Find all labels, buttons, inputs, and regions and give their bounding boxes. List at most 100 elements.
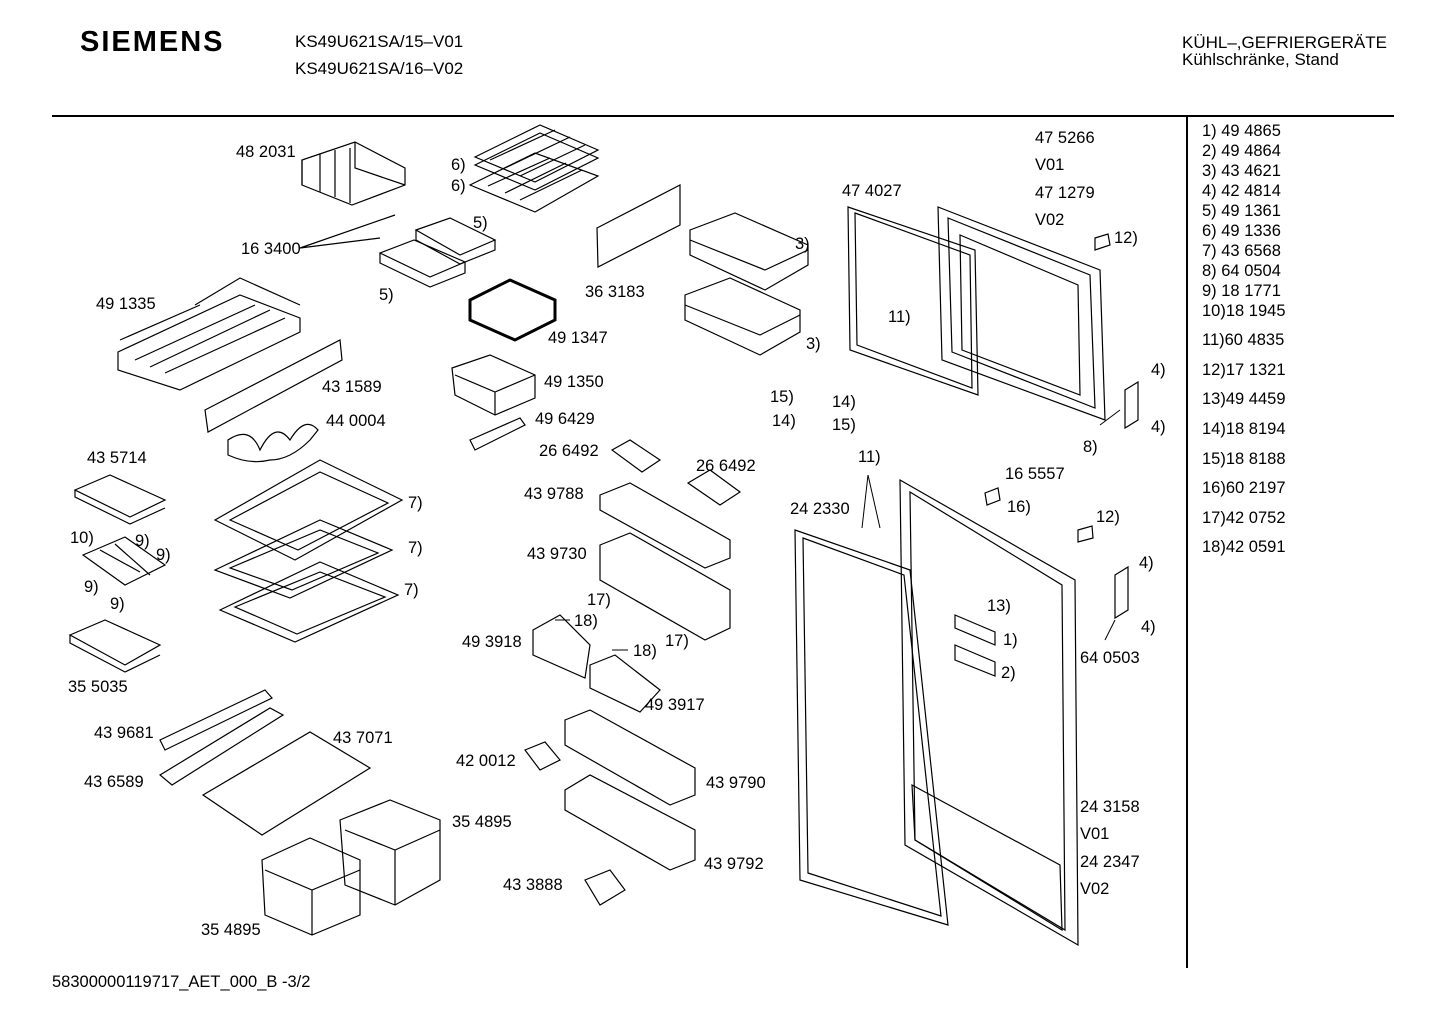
- legend-item: 8) 64 0504: [1202, 262, 1281, 280]
- part-label: V01: [1035, 156, 1065, 174]
- part-label: 48 2031: [236, 143, 296, 161]
- part-label: 35 4895: [201, 921, 261, 939]
- part-drawing: [118, 278, 300, 390]
- part-label: 11): [858, 448, 881, 466]
- leader-lines: [555, 410, 1120, 650]
- part-label: 49 1350: [544, 373, 604, 391]
- part-label: 49 1335: [96, 295, 156, 313]
- part-drawing: [262, 800, 440, 935]
- part-label: 35 4895: [452, 813, 512, 831]
- part-drawing: [300, 215, 495, 287]
- part-label: 26 6492: [696, 457, 756, 475]
- part-label: 43 6589: [84, 773, 144, 791]
- part-label: 6): [451, 156, 466, 174]
- part-label: 9): [135, 532, 150, 550]
- header-divider: [52, 115, 1394, 117]
- part-label: V02: [1080, 880, 1110, 898]
- part-label: 18): [633, 642, 657, 660]
- part-label: 7): [408, 539, 423, 557]
- part-label: 49 1347: [548, 329, 608, 347]
- part-label: 3): [806, 335, 821, 353]
- part-label: 64 0503: [1080, 649, 1140, 667]
- legend-item: 3) 43 4621: [1202, 162, 1281, 180]
- part-drawing: [228, 424, 318, 461]
- part-drawing: [302, 142, 405, 205]
- part-drawing: [160, 690, 370, 835]
- part-drawing: [205, 340, 342, 432]
- part-label: 12): [1096, 508, 1120, 526]
- part-label: 43 3888: [503, 876, 563, 894]
- part-label: 24 3158: [1080, 798, 1140, 816]
- part-label: 13): [987, 597, 1011, 615]
- part-label: 43 7071: [333, 729, 393, 747]
- part-label: 14): [832, 393, 856, 411]
- legend-item: 1) 49 4865: [1202, 122, 1281, 140]
- part-label: 24 2330: [790, 500, 850, 518]
- legend-item: 13)49 4459: [1202, 390, 1286, 408]
- part-label: 43 1589: [322, 378, 382, 396]
- part-label: 4): [1139, 554, 1154, 572]
- part-label: 16 3400: [241, 240, 301, 258]
- document-footer: 58300000119717_AET_000_B -3/2: [52, 973, 311, 991]
- part-label: 43 9788: [524, 485, 584, 503]
- part-label: 44 0004: [326, 412, 386, 430]
- part-drawing: [685, 213, 808, 355]
- part-label: 17): [665, 632, 689, 650]
- legend-item: 9) 18 1771: [1202, 282, 1281, 300]
- part-label: 16): [1007, 498, 1031, 516]
- part-label: 14): [772, 412, 796, 430]
- part-label: V02: [1035, 211, 1065, 229]
- part-label: 17): [587, 591, 611, 609]
- part-drawing: [597, 185, 680, 267]
- part-drawing: [470, 280, 555, 340]
- legend-item: 6) 49 1336: [1202, 222, 1281, 240]
- part-drawing: [470, 125, 598, 212]
- part-label: 1): [1003, 631, 1018, 649]
- part-label: 10): [70, 529, 94, 547]
- part-label: 47 5266: [1035, 129, 1095, 147]
- part-label: 24 2347: [1080, 853, 1140, 871]
- part-label: 15): [832, 416, 856, 434]
- legend-item: 5) 49 1361: [1202, 202, 1281, 220]
- part-label: 43 9681: [94, 724, 154, 742]
- part-label: 4): [1151, 361, 1166, 379]
- part-label: 26 6492: [539, 442, 599, 460]
- part-drawing: [525, 483, 730, 905]
- part-label: 15): [770, 388, 794, 406]
- part-label: 36 3183: [585, 283, 645, 301]
- part-label: V01: [1080, 825, 1110, 843]
- model-number-2: KS49U621SA/16–V02: [295, 59, 464, 78]
- part-label: 4): [1141, 618, 1156, 636]
- part-label: 43 9730: [527, 545, 587, 563]
- part-drawing: [848, 207, 1105, 420]
- part-label: 9): [156, 546, 171, 564]
- legend-item: 11)60 4835: [1202, 331, 1285, 349]
- part-drawing: [70, 475, 165, 672]
- part-label: 5): [379, 286, 394, 304]
- part-label: 7): [408, 494, 423, 512]
- part-drawing: [612, 440, 740, 505]
- part-label: 18): [574, 612, 598, 630]
- part-label: 16 5557: [1005, 465, 1065, 483]
- part-label: 11): [888, 308, 911, 326]
- part-label: 49 6429: [535, 410, 595, 428]
- part-drawing: [985, 234, 1138, 618]
- part-label: 42 0012: [456, 752, 516, 770]
- legend-divider: [1186, 117, 1188, 968]
- part-drawing: [900, 480, 1078, 945]
- part-label: 4): [1151, 418, 1166, 436]
- legend-item: 17)42 0752: [1202, 509, 1286, 527]
- part-label: 47 4027: [842, 182, 902, 200]
- legend-item: 12)17 1321: [1202, 361, 1286, 379]
- legend-item: 16)60 2197: [1202, 479, 1286, 497]
- legend-item: 4) 42 4814: [1202, 182, 1281, 200]
- part-label: 7): [404, 581, 419, 599]
- legend-item: 10)18 1945: [1202, 302, 1286, 320]
- part-label: 12): [1114, 229, 1138, 247]
- part-label: 49 3917: [645, 696, 705, 714]
- legend-item: 14)18 8194: [1202, 420, 1286, 438]
- part-label: 43 9790: [706, 774, 766, 792]
- legend-item: 2) 49 4864: [1202, 142, 1281, 160]
- part-drawing: [795, 530, 948, 925]
- legend-item: 7) 43 6568: [1202, 242, 1281, 260]
